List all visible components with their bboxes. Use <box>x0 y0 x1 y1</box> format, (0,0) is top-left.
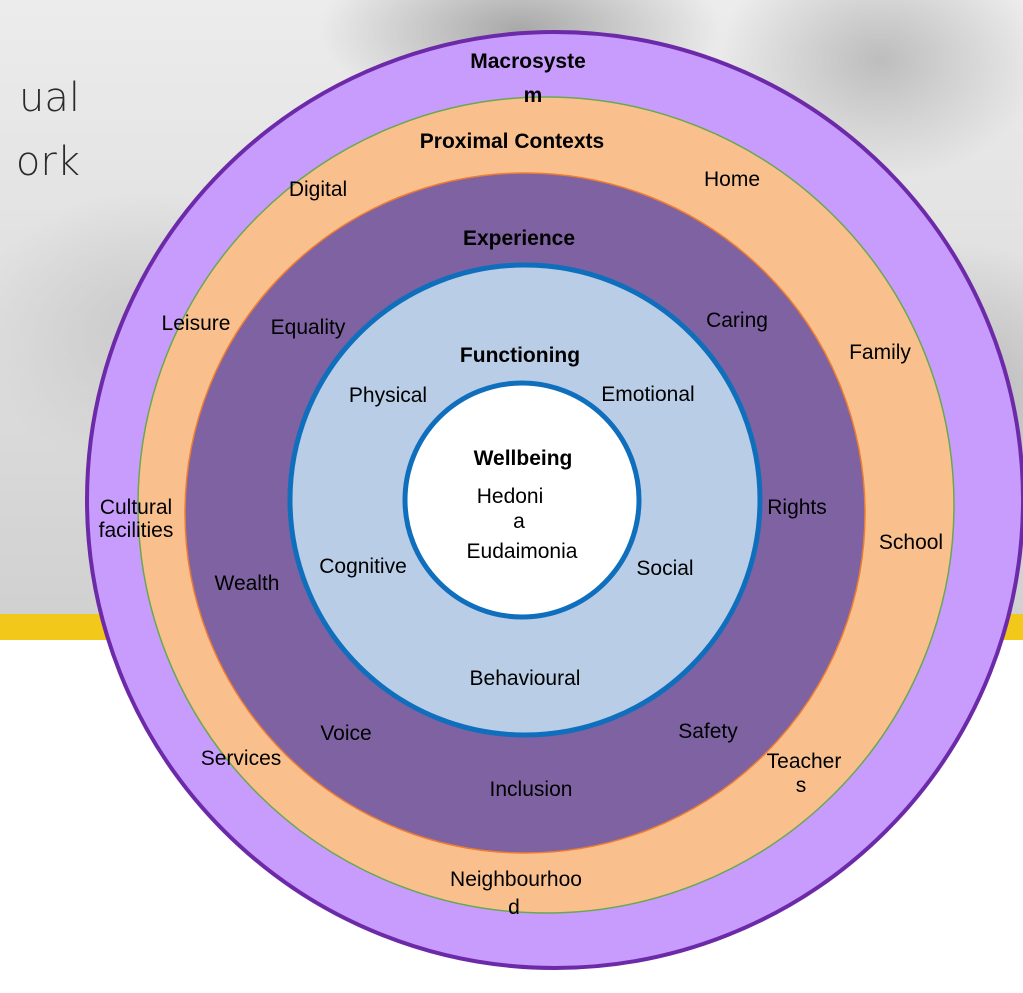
proximal-contexts-border <box>137 96 955 914</box>
label-teachers-line-2: s <box>796 774 807 797</box>
experience-title: Experience <box>463 227 575 250</box>
label-social: Social <box>636 557 693 580</box>
label-neighbourhood-line-1: Neighbourhoo <box>450 868 582 891</box>
label-wealth: Wealth <box>215 572 280 595</box>
label-eudaimonia: Eudaimonia <box>467 540 578 563</box>
label-voice: Voice <box>320 722 371 745</box>
experience-border <box>184 172 866 854</box>
label-cultural-line-2: facilities <box>99 519 174 542</box>
label-home: Home <box>704 168 760 191</box>
wellbeing-title: Wellbeing <box>474 447 573 470</box>
wellbeing-border <box>402 380 642 620</box>
label-teachers-line-1: Teacher <box>767 750 842 773</box>
label-neighbourhood-line-2: d <box>508 896 520 919</box>
label-services: Services <box>201 747 282 770</box>
wellbeing-disc <box>405 383 639 617</box>
functioning-title: Functioning <box>460 344 580 367</box>
label-physical: Physical <box>349 384 427 407</box>
functioning-border <box>287 262 763 738</box>
label-equality: Equality <box>271 316 346 339</box>
label-hedonia-line-1: Hedoni <box>477 485 544 508</box>
slide-title-line-2: ork <box>15 139 80 185</box>
slide-title-line-1: ual <box>19 75 80 121</box>
label-leisure: Leisure <box>162 312 231 335</box>
slide-title: ual ork <box>0 66 80 194</box>
label-safety: Safety <box>678 720 738 743</box>
label-rights: Rights <box>767 496 827 519</box>
label-hedonia-line-2: a <box>513 510 525 533</box>
proximal-contexts-title: Proximal Contexts <box>420 130 604 153</box>
label-family: Family <box>849 341 911 364</box>
macrosystem-title-wrap: m <box>524 84 543 107</box>
label-emotional: Emotional <box>601 383 694 406</box>
label-digital: Digital <box>289 178 347 201</box>
label-behavioural: Behavioural <box>470 667 581 690</box>
label-cognitive: Cognitive <box>319 555 407 578</box>
macrosystem-ring-border <box>85 30 1023 970</box>
label-caring: Caring <box>706 309 768 332</box>
label-school: School <box>879 531 943 554</box>
label-cultural-line-1: Cultural <box>100 496 172 519</box>
macrosystem-title: Macrosyste <box>470 50 586 73</box>
label-inclusion: Inclusion <box>490 778 573 801</box>
